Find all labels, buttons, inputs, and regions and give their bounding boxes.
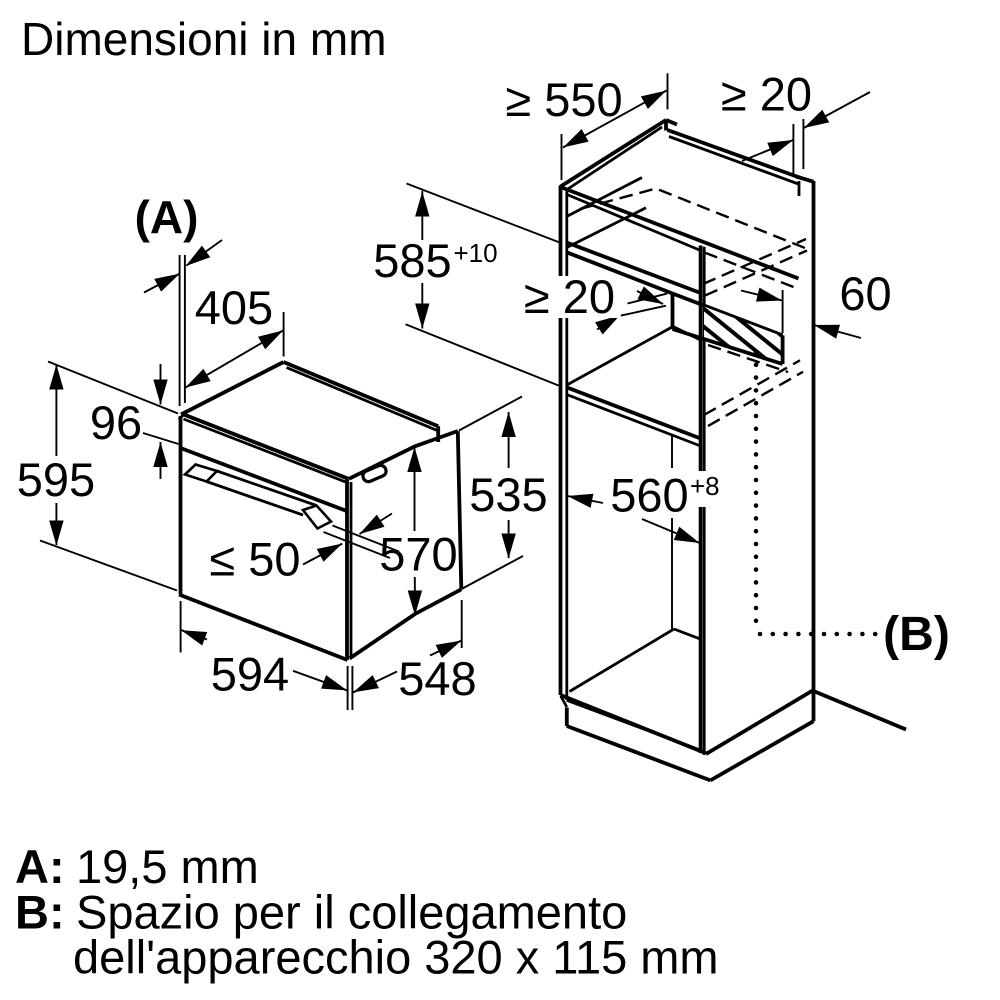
svg-text:560: 560 xyxy=(610,469,688,522)
svg-text:≥ 20: ≥ 20 xyxy=(524,270,615,323)
svg-text:595: 595 xyxy=(17,453,95,506)
svg-text:≥ 20: ≥ 20 xyxy=(721,68,812,121)
svg-text:570: 570 xyxy=(379,528,457,581)
svg-text:405: 405 xyxy=(195,281,273,334)
svg-text:548: 548 xyxy=(398,652,476,705)
svg-text:594: 594 xyxy=(211,648,289,701)
svg-text:585: 585 xyxy=(373,234,451,287)
svg-text:A:: A: xyxy=(15,840,65,893)
svg-text:Dimensioni in mm: Dimensioni in mm xyxy=(21,13,387,65)
svg-text:B:: B: xyxy=(15,886,65,939)
svg-text:Spazio per il collegamento: Spazio per il collegamento xyxy=(76,886,627,939)
svg-text:+8: +8 xyxy=(690,471,720,501)
svg-text:(B): (B) xyxy=(883,608,950,661)
svg-text:19,5 mm: 19,5 mm xyxy=(76,840,259,893)
svg-text:96: 96 xyxy=(90,396,142,449)
svg-text:(A): (A) xyxy=(135,191,199,243)
svg-text:≥ 550: ≥ 550 xyxy=(505,73,622,126)
svg-text:dell'apparecchio 320 x 115 mm: dell'apparecchio 320 x 115 mm xyxy=(73,931,719,984)
svg-text:+10: +10 xyxy=(454,238,498,268)
svg-text:60: 60 xyxy=(839,267,891,320)
svg-text:≤ 50: ≤ 50 xyxy=(209,533,300,586)
svg-text:535: 535 xyxy=(469,468,547,521)
